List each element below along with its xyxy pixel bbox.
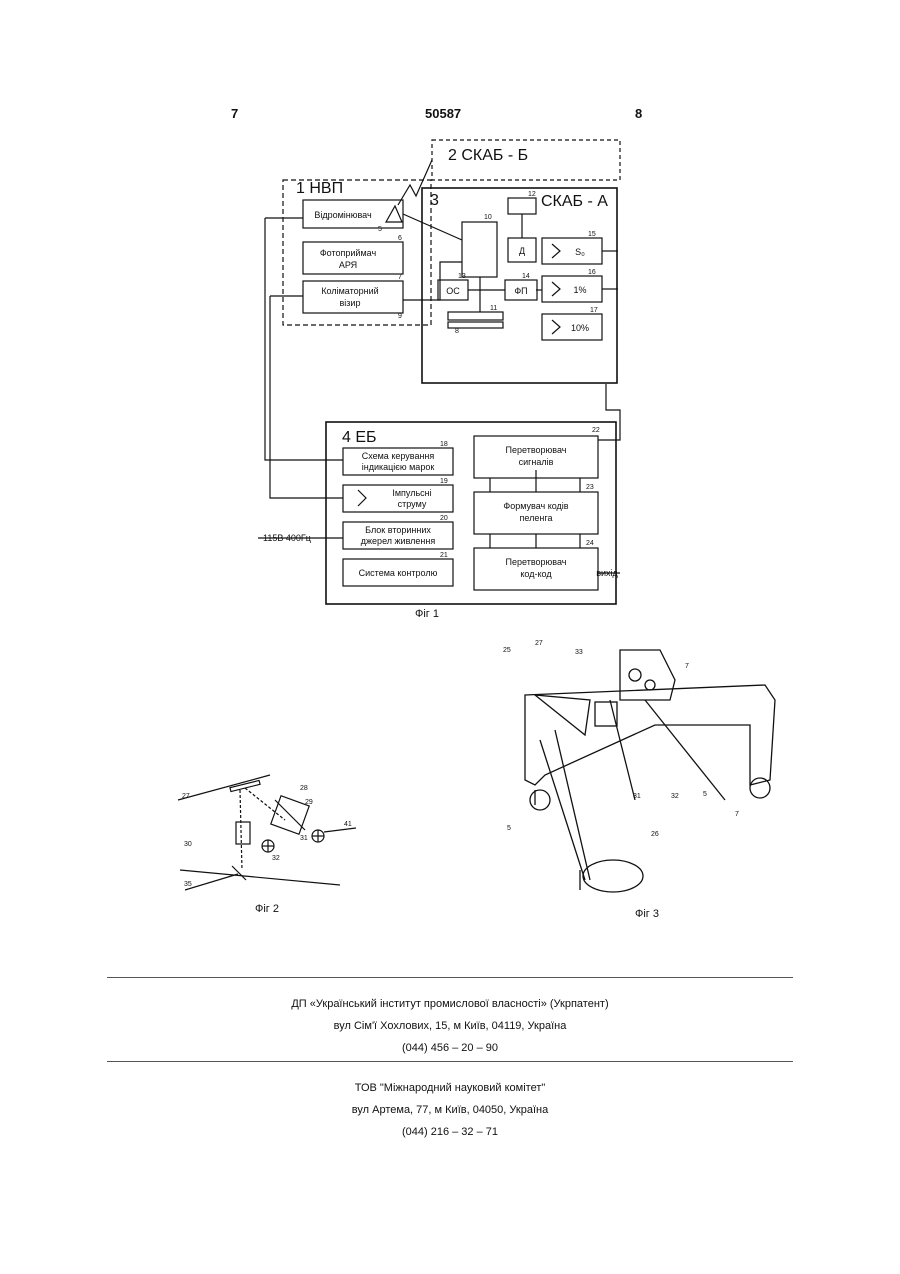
label-fotopryimach-2: АРЯ [339, 260, 357, 270]
ref-17: 17 [590, 307, 598, 314]
fig3-ref-5a: 5 [507, 825, 511, 832]
label-s22-2: сигналів [519, 457, 554, 467]
ref-6: 6 [398, 235, 402, 242]
label-power: 115В 400Гц [263, 533, 311, 543]
block-10 [462, 222, 497, 277]
fig3-ref-26: 26 [651, 831, 659, 838]
fig2-ref-29: 29 [305, 799, 313, 806]
fig3-caption: Фіг 3 [635, 908, 659, 920]
fig3-ref-5b: 5 [703, 791, 707, 798]
figure-2-optical-scheme: 27 28 29 30 31 32 41 35 Фіг 2 [160, 770, 380, 920]
fig3-ref-32: 32 [671, 793, 679, 800]
ref-19: 19 [440, 478, 448, 485]
fig2-ref-32: 32 [272, 855, 280, 862]
label-skab-b: 2 СКАБ - Б [448, 147, 528, 164]
amp-15 [542, 238, 602, 264]
label-kolimator-1: Коліматорний [321, 286, 378, 296]
label-s23-2: пеленга [520, 513, 553, 523]
label-fotopryimach-1: Фотоприймач [320, 248, 377, 258]
ref-14: 14 [522, 273, 530, 280]
fig2-ref-35: 35 [184, 881, 192, 888]
label-out: вихід [596, 568, 618, 578]
ref-12: 12 [528, 191, 536, 198]
org2-address: вул Артема, 77, м Київ, 04050, Україна [0, 1104, 900, 1116]
fig2-ref-28: 28 [300, 785, 308, 792]
fig3-ref-27: 27 [535, 640, 543, 647]
label-s19-2: струму [398, 499, 427, 509]
ref-7: 7 [398, 274, 402, 281]
org2-name: ТОВ "Міжнародний науковий комітет" [0, 1082, 900, 1094]
fig1-caption: Фіг 1 [415, 608, 439, 620]
ref-23: 23 [586, 484, 594, 491]
fig3-ref-33: 33 [575, 649, 583, 656]
label-d: Д [519, 246, 525, 256]
label-s23-1: Формувач кодів [503, 501, 568, 511]
figure-1-block-diagram: 2 СКАБ - Б 1 НВП 3 СКАБ - А 4 ЕБ Відромі… [0, 0, 900, 640]
label-s18-2: індикацією марок [362, 462, 435, 472]
ref-22: 22 [592, 427, 600, 434]
label-skab-a: СКАБ - А [541, 193, 608, 210]
block-12 [508, 198, 536, 214]
label-vidrominovach: Відромінювач [314, 210, 372, 220]
org1-address: вул Сім'ї Хохлових, 15, м Київ, 04119, У… [0, 1020, 900, 1032]
fig2-ref-41: 41 [344, 821, 352, 828]
fig2-ref-30: 30 [184, 841, 192, 848]
ref-10: 10 [484, 214, 492, 221]
fig2-ref-27: 27 [182, 793, 190, 800]
ref-9: 9 [398, 313, 402, 320]
label-eb: 4 ЕБ [342, 429, 377, 446]
ref-15: 15 [588, 231, 596, 238]
amp-16 [542, 276, 602, 302]
label-s19-1: Імпульсні [392, 488, 431, 498]
ref-5: 5 [378, 226, 382, 233]
ref-18: 18 [440, 441, 448, 448]
label-s22-1: Перетворювач [506, 445, 567, 455]
label-fp: ФП [514, 286, 527, 296]
org1-phone: (044) 456 – 20 – 90 [0, 1042, 900, 1054]
figure-3-mechanism: 25 27 33 7 5 5 7 31 32 26 Фіг 3 [495, 640, 785, 925]
ref-8: 8 [455, 328, 459, 335]
label-kolimator-2: візир [340, 298, 361, 308]
label-os: ОС [446, 286, 460, 296]
fig2-caption: Фіг 2 [255, 903, 279, 915]
label-s20-2: джерел живлення [361, 536, 436, 546]
ref-24: 24 [586, 540, 594, 547]
footer-divider-middle [107, 1061, 793, 1062]
org1-name: ДП «Український інститут промислової вла… [0, 998, 900, 1010]
ref-20: 20 [440, 515, 448, 522]
ref-21: 21 [440, 552, 448, 559]
label-s20-1: Блок вторинних [365, 525, 431, 535]
ref-16: 16 [588, 269, 596, 276]
ref-11: 11 [490, 305, 497, 312]
fig3-ref-7b: 7 [735, 811, 739, 818]
label-amp-15: S₀ [575, 247, 585, 257]
label-nvp: 1 НВП [296, 180, 343, 197]
block-11 [448, 312, 503, 320]
fig3-ref-7a: 7 [685, 663, 689, 670]
label-s18-1: Схема керування [362, 451, 435, 461]
label-amp-17: 10% [571, 323, 589, 333]
fig3-ref-25: 25 [503, 647, 511, 654]
label-s24-2: код-код [520, 569, 552, 579]
footer-divider-top [107, 977, 793, 978]
ref-13: 13 [458, 273, 466, 280]
org2-phone: (044) 216 – 32 – 71 [0, 1126, 900, 1138]
label-block-3: 3 [430, 192, 439, 209]
label-amp-16: 1% [573, 285, 586, 295]
label-s24-1: Перетворювач [506, 557, 567, 567]
fig3-ref-31: 31 [633, 793, 641, 800]
label-s21: Система контролю [359, 568, 438, 578]
fig2-ref-31: 31 [300, 835, 308, 842]
